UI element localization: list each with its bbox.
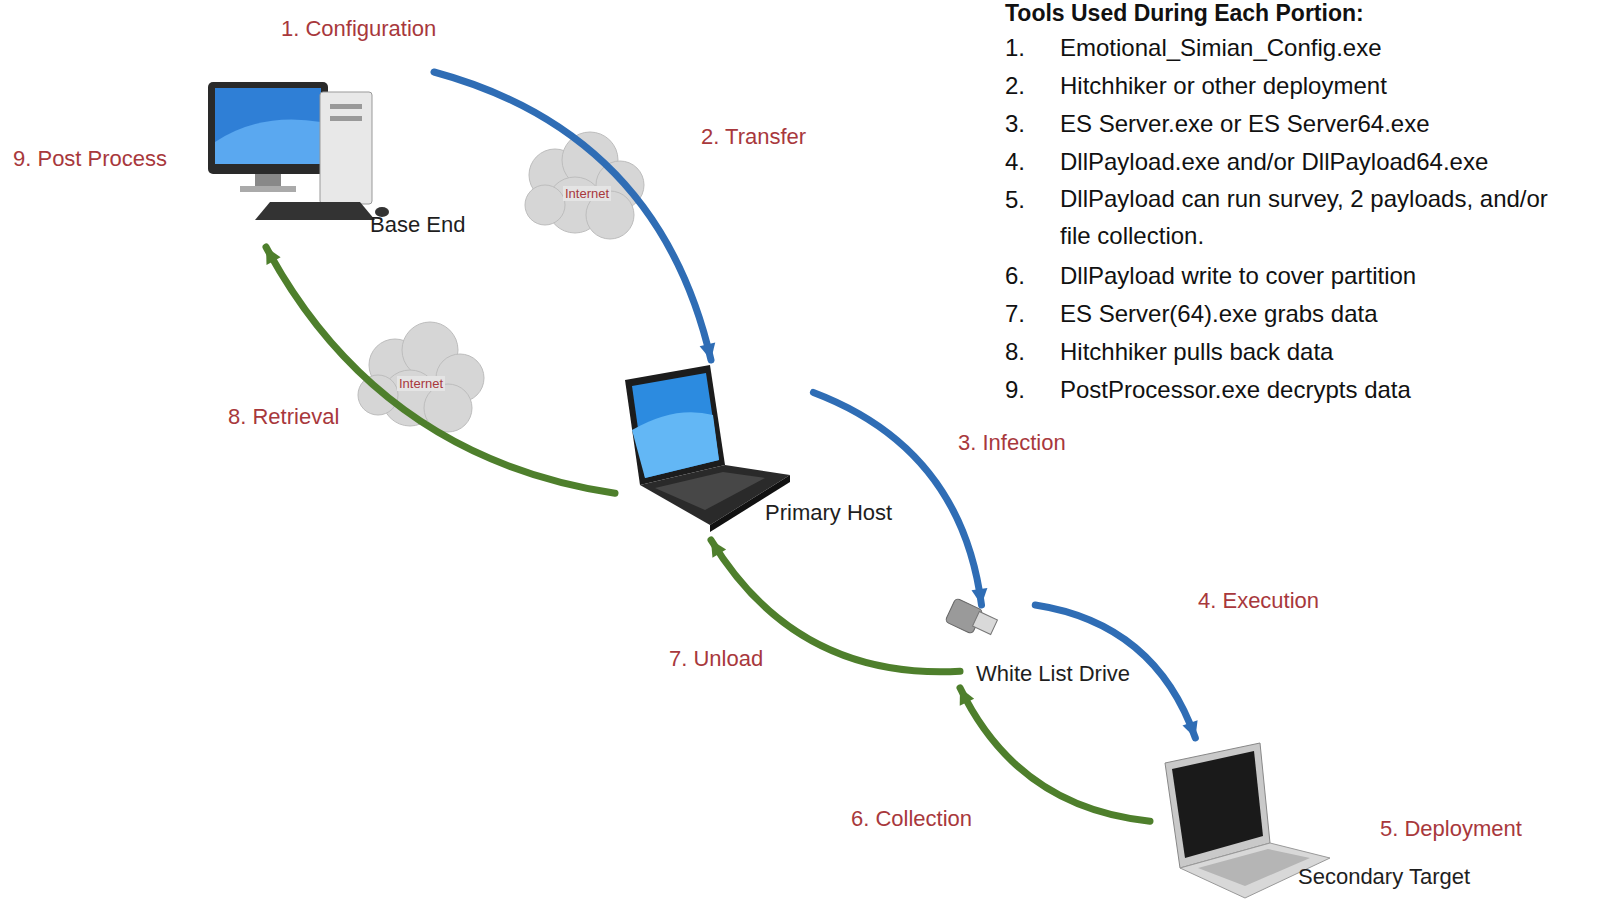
step-label: 3. Infection: [955, 430, 1069, 456]
device-node: Base End: [200, 72, 500, 247]
step-label: 5. Deployment: [1377, 816, 1525, 842]
list-number: 7.: [1005, 300, 1025, 328]
list-number: 8.: [1005, 338, 1025, 366]
list-number: 4.: [1005, 148, 1025, 176]
device-label: White List Drive: [976, 661, 1130, 687]
arrow-head: [711, 540, 726, 558]
device-node: White List Drive: [960, 605, 1175, 697]
device-node: Primary Host: [615, 360, 935, 540]
arrow-shaft: [266, 247, 615, 493]
list-number: 1.: [1005, 34, 1025, 62]
tool-description: ES Server.exe or ES Server64.exe: [1060, 110, 1430, 138]
step-label: 4. Execution: [1195, 588, 1322, 614]
step-label: 1. Configuration: [278, 16, 439, 42]
arrow-head: [266, 247, 281, 265]
arrow-shaft: [960, 688, 1150, 821]
tool-description: PostProcessor.exe decrypts data: [1060, 376, 1411, 404]
curved-arrow: [434, 72, 715, 360]
arrow-shaft: [813, 392, 981, 605]
arrow-head: [1183, 720, 1198, 738]
cloud-label: Internet: [563, 186, 611, 201]
arrow-head: [700, 343, 716, 360]
step-label: 6. Collection: [848, 806, 975, 832]
curved-arrow: [266, 247, 615, 493]
internet-cloud: [358, 322, 484, 432]
step-label: 9. Post Process: [10, 146, 170, 172]
list-number: 6.: [1005, 262, 1025, 290]
tool-description: DllPayload.exe and/or DllPayload64.exe: [1060, 148, 1488, 176]
step-label: 7. Unload: [666, 646, 766, 672]
arrow-head: [972, 588, 988, 605]
tool-description: DllPayload can run survey, 2 payloads, a…: [1060, 180, 1560, 254]
tool-description: Hitchhiker or other deployment: [1060, 72, 1387, 100]
step-label: 8. Retrieval: [225, 404, 342, 430]
device-icon: [200, 72, 395, 227]
device-label: Primary Host: [765, 500, 892, 526]
list-number: 9.: [1005, 376, 1025, 404]
tool-description: Hitchhiker pulls back data: [1060, 338, 1333, 366]
arrow-head: [960, 688, 974, 706]
tool-description: Emotional_Simian_Config.exe: [1060, 34, 1382, 62]
tool-description: DllPayload write to cover partition: [1060, 262, 1416, 290]
device-label: Base End: [370, 212, 465, 238]
list-number: 3.: [1005, 110, 1025, 138]
list-title: Tools Used During Each Portion:: [1005, 0, 1364, 27]
curved-arrow: [960, 688, 1150, 821]
device-icon: [945, 595, 1005, 645]
curved-arrow: [813, 392, 987, 605]
device-label: Secondary Target: [1298, 864, 1470, 890]
list-number: 2.: [1005, 72, 1025, 100]
list-number: 5.: [1005, 186, 1025, 214]
arrow-shaft: [434, 72, 711, 360]
step-label: 2. Transfer: [698, 124, 809, 150]
cloud-label: Internet: [397, 376, 445, 391]
tool-description: ES Server(64).exe grabs data: [1060, 300, 1378, 328]
